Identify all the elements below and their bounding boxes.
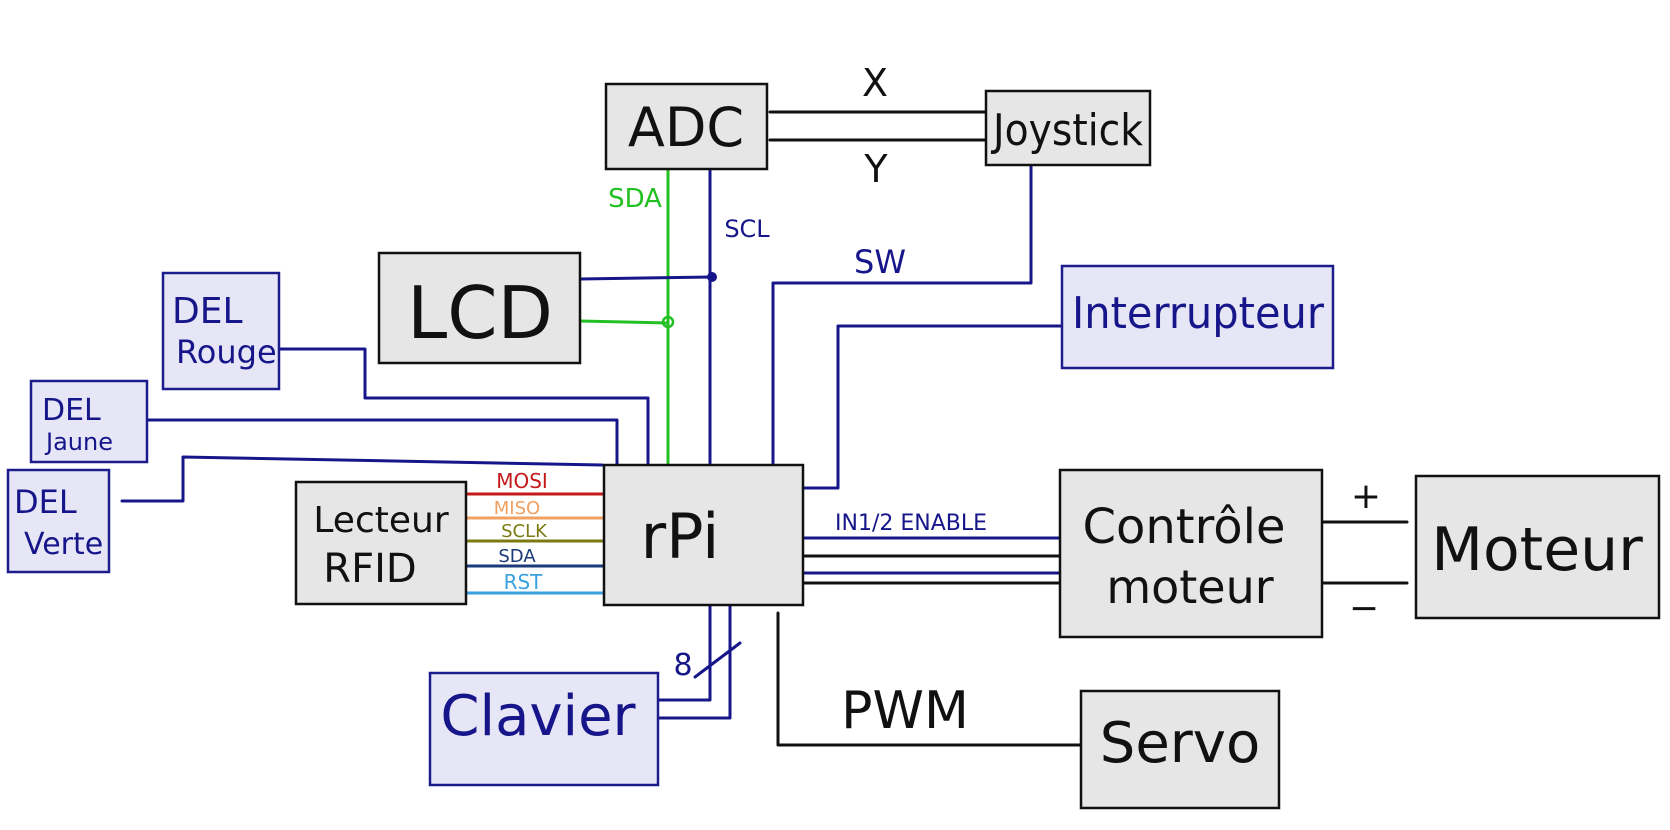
label-in-enable: IN1/2 ENABLE — [835, 511, 987, 536]
joystick-block: Joystick — [984, 89, 1152, 167]
lcd-block: LCD — [377, 251, 582, 365]
bus-slash — [693, 641, 742, 679]
wire-clavier-2 — [656, 603, 732, 720]
wire-scl-lcd — [578, 275, 714, 281]
junction-scl — [707, 272, 717, 282]
del-rouge-line1: DEL — [172, 291, 243, 332]
label-sda-adc: SDA — [608, 184, 662, 214]
label-mosi: MOSI — [496, 469, 548, 493]
interrupteur-block: Interrupteur — [1060, 264, 1335, 370]
moteur-block: Moteur — [1414, 474, 1661, 620]
servo-block: Servo — [1079, 689, 1281, 810]
del-jaune-line2: Jaune — [44, 428, 113, 456]
wire-sw — [771, 163, 1033, 465]
label-y: Y — [863, 147, 888, 191]
label-sda-rfid: SDA — [498, 546, 536, 567]
wire-pwm — [776, 611, 1082, 747]
label-sw: SW — [854, 243, 906, 281]
interrupteur-label: Interrupteur — [1072, 288, 1325, 339]
label-scl-adc: SCL — [724, 215, 770, 243]
rpi-label: rPi — [641, 500, 720, 573]
wire-del-verte — [120, 455, 604, 503]
adc-label: ADC — [628, 96, 744, 159]
wire-del-jaune — [146, 418, 619, 470]
moteur-label: Moteur — [1431, 515, 1643, 585]
wire-sda-lcd — [578, 319, 670, 325]
del-verte-line1: DEL — [14, 483, 77, 521]
rpi-block: rPi — [602, 463, 805, 607]
del-verte-line2: Verte — [24, 527, 103, 562]
lecteur-rfid-line1: Lecteur — [313, 500, 448, 541]
clavier-block: Clavier — [428, 671, 660, 787]
controle-moteur-line1: Contrôle — [1082, 499, 1285, 555]
controle-moteur-line2: moteur — [1106, 560, 1273, 614]
adc-block: ADC — [604, 82, 769, 171]
label-miso: MISO — [494, 498, 540, 519]
controle-moteur-block: Contrôle moteur — [1058, 468, 1324, 639]
del-jaune-block: DEL Jaune — [29, 379, 149, 464]
label-minus: − — [1349, 588, 1379, 629]
del-verte-block: DEL Verte — [6, 468, 111, 574]
label-pwm: PWM — [841, 681, 969, 741]
clavier-label: Clavier — [440, 684, 636, 749]
label-x: X — [862, 61, 888, 105]
del-rouge-line2: Rouge — [176, 333, 277, 371]
label-sclk: SCLK — [501, 521, 548, 542]
wire-interrupteur — [801, 324, 1064, 490]
lcd-label: LCD — [407, 271, 553, 355]
del-rouge-block: DEL Rouge — [161, 271, 281, 391]
label-plus: + — [1351, 476, 1381, 517]
lecteur-rfid-block: Lecteur RFID — [294, 480, 468, 606]
junction-sda — [661, 315, 675, 329]
wire-clavier-1 — [656, 603, 712, 702]
label-rst: RST — [504, 570, 544, 594]
wire-del-rouge — [276, 347, 650, 465]
lecteur-rfid-line2: RFID — [323, 546, 416, 592]
joystick-label: Joystick — [990, 105, 1143, 156]
servo-label: Servo — [1100, 711, 1260, 776]
del-jaune-line1: DEL — [42, 393, 101, 428]
label-bus-width: 8 — [673, 648, 692, 683]
